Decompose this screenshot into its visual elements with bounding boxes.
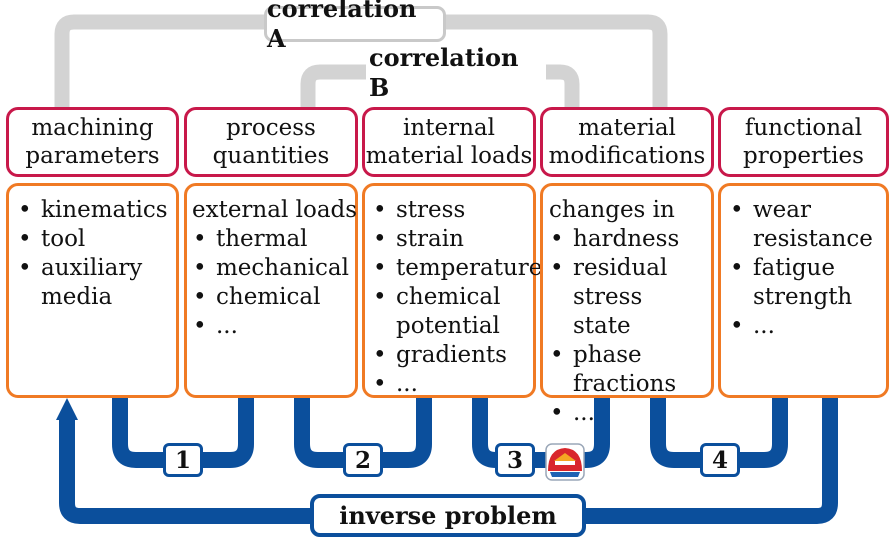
column-internal-material-loads: stress strain temperature chemical poten… <box>362 183 542 399</box>
header-internal-material-loads: internal material loads <box>362 107 536 177</box>
list-item: stress <box>372 196 529 225</box>
step-4-badge: 4 <box>700 443 740 477</box>
column-intro: external loads <box>192 197 358 223</box>
item-list: thermal mechanical chemical ... <box>192 225 351 341</box>
header-material-modifications: material modifications <box>540 107 714 177</box>
step-2-badge: 2 <box>343 443 383 477</box>
item-list: kinematics tool auxiliary media <box>17 196 172 312</box>
list-item: ... <box>372 370 529 399</box>
item-list: hardness residual stress state phase fra… <box>549 225 707 428</box>
header-functional-properties: functional properties <box>718 107 889 177</box>
list-item: temperature <box>372 254 542 283</box>
list-item: ... <box>729 312 882 341</box>
step-1-badge: 1 <box>163 443 203 477</box>
list-item: thermal <box>192 225 351 254</box>
inverse-problem-label: inverse problem <box>310 494 586 537</box>
header-machining-parameters: machining parameters <box>6 107 179 177</box>
list-item: hardness <box>549 225 707 254</box>
list-item: ... <box>192 312 351 341</box>
item-list: stress strain temperature chemical poten… <box>372 196 542 399</box>
list-item: phase fractions <box>549 341 707 399</box>
list-item: tool <box>17 225 172 254</box>
step-3-badge: 3 <box>495 443 535 477</box>
list-item: chemical <box>192 283 351 312</box>
header-process-quantities: process quantities <box>184 107 358 177</box>
column-functional-properties: wear resistance fatigue strength ... <box>718 183 889 398</box>
correlation-a-label: correlation A <box>264 0 446 53</box>
list-item: mechanical <box>192 254 351 283</box>
list-item: auxiliary media <box>17 254 172 312</box>
column-process-quantities: external loads thermal mechanical chemic… <box>184 183 358 398</box>
list-item: strain <box>372 225 529 254</box>
list-item: wear resistance <box>729 196 882 254</box>
list-item: gradients <box>372 341 529 370</box>
column-intro: changes in <box>549 197 675 223</box>
institute-logo-icon <box>545 443 585 481</box>
list-item: residual stress state <box>549 254 707 341</box>
inverse-problem-arrowhead <box>56 398 78 420</box>
column-machining-parameters: kinematics tool auxiliary media <box>6 183 179 398</box>
item-list: wear resistance fatigue strength ... <box>729 196 882 341</box>
column-material-modifications: changes in hardness residual stress stat… <box>540 183 714 428</box>
list-item: fatigue strength <box>729 254 882 312</box>
correlation-b-label: correlation B <box>366 43 546 102</box>
list-item: chemical potential <box>372 283 529 341</box>
list-item: ... <box>549 399 707 428</box>
list-item: kinematics <box>17 196 172 225</box>
step-3-connector <box>472 395 610 468</box>
